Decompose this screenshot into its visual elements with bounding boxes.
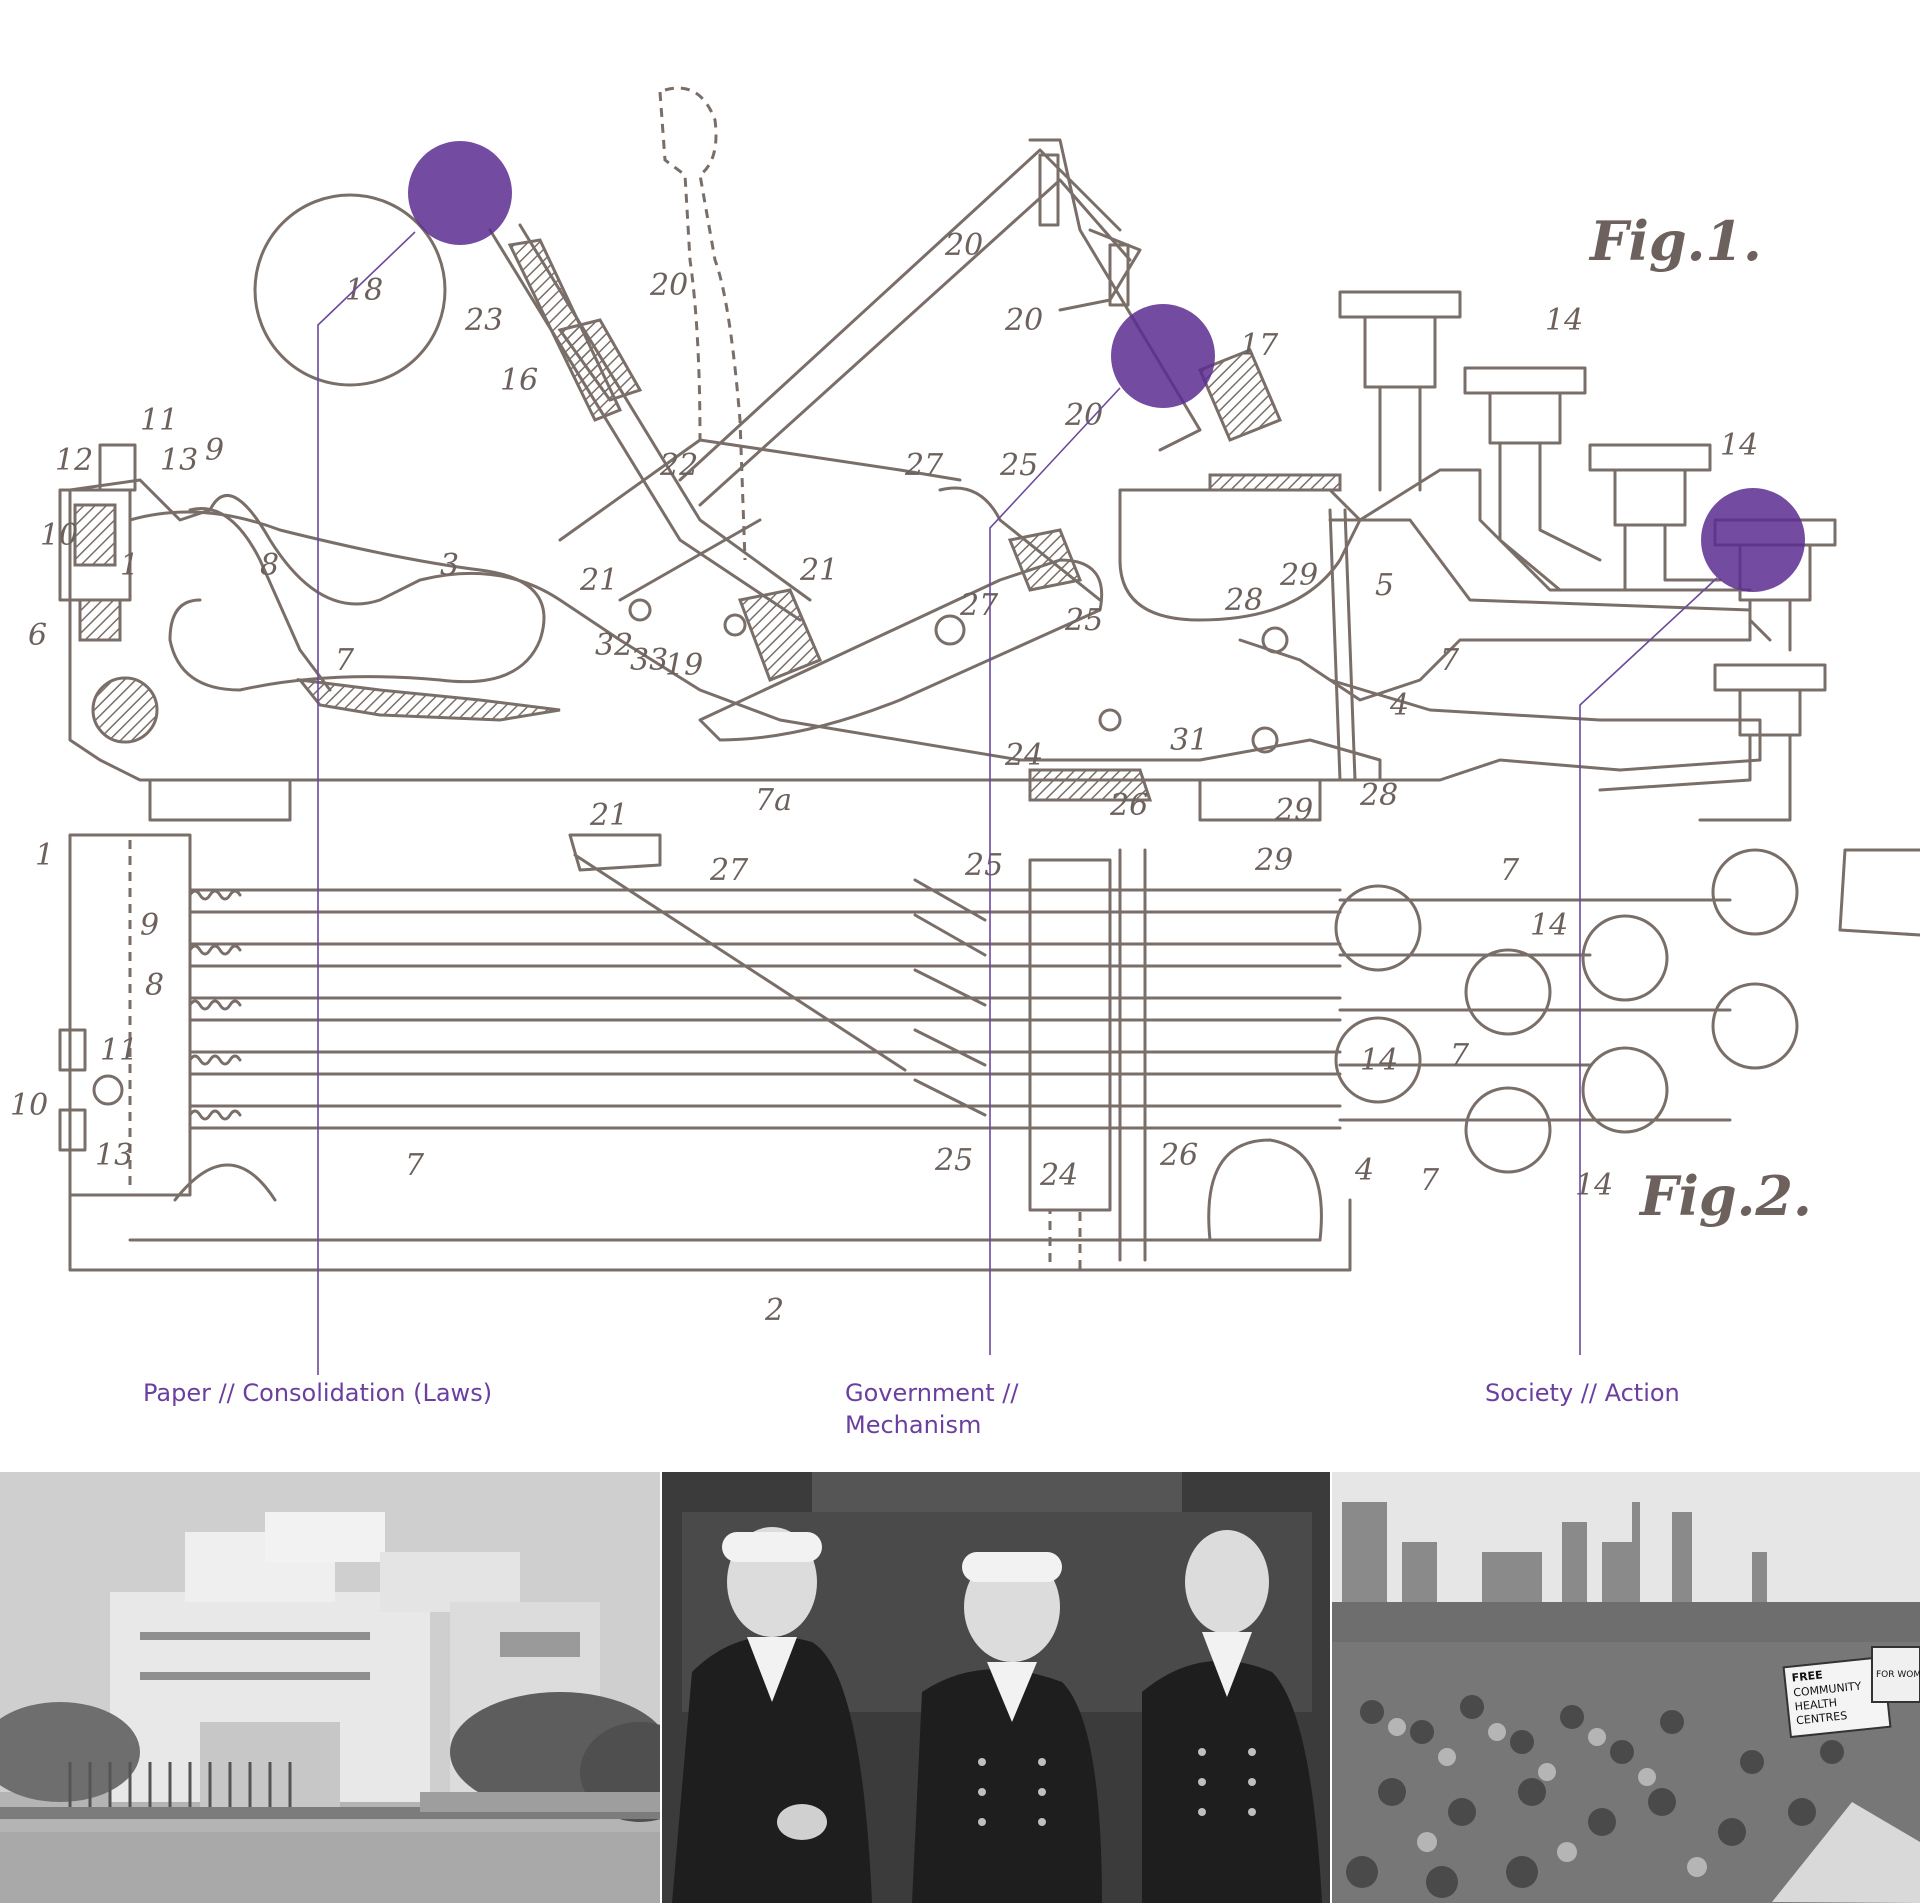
label-4-fig1: 4	[1389, 688, 1409, 723]
caption-government-line1: Government //	[845, 1379, 1019, 1407]
label-21-b: 21	[799, 553, 838, 588]
label-14-b: 14	[1720, 428, 1758, 463]
key-levers-plan	[188, 888, 1732, 1130]
label-27-fig1: 27	[904, 448, 944, 483]
label-7-fig1: 7	[335, 643, 355, 678]
label-26-fig1: 26	[1109, 788, 1148, 823]
label-11-fig2: 11	[100, 1033, 138, 1068]
fig1-label: Fig.1.	[1588, 209, 1762, 273]
annotation-leaders	[317, 141, 1805, 1375]
label-1-fig2: 1	[35, 838, 54, 873]
label-8-fig2: 8	[145, 968, 164, 1003]
marker-government	[1111, 304, 1215, 408]
label-21-fig2: 21	[589, 798, 628, 833]
label-31: 31	[1170, 723, 1208, 758]
label-26-fig2: 26	[1159, 1138, 1198, 1173]
label-13-fig2: 13	[95, 1138, 133, 1173]
label-4-fig2: 4	[1354, 1153, 1374, 1188]
sign-line3: HEALTH	[1794, 1696, 1837, 1713]
label-28-a: 28	[1224, 583, 1263, 618]
label-27-fig2: 27	[709, 853, 749, 888]
label-8: 8	[260, 548, 279, 583]
photo-crowd: FREE COMMUNITY HEALTH CENTRES FOR WOMEN	[1332, 1472, 1920, 1903]
label-33: 33	[630, 643, 668, 678]
caption-government: Government // Mechanism	[845, 1377, 1018, 1441]
label-7-fig2-d: 7	[1420, 1163, 1440, 1198]
label-28-b: 28	[1359, 778, 1398, 813]
label-10-fig2: 10	[10, 1088, 48, 1123]
photo-crowd-art: FREE COMMUNITY HEALTH CENTRES FOR WOMEN	[1332, 1472, 1920, 1903]
key-circles	[1334, 848, 1920, 1174]
label-21-a: 21	[579, 563, 618, 598]
label-7-fig1-b: 7	[1440, 643, 1460, 678]
label-18: 18	[345, 273, 383, 308]
label-1: 1	[120, 548, 139, 583]
label-29-a: 29	[1279, 558, 1318, 593]
label-25-a: 25	[999, 448, 1038, 483]
label-24-fig1: 24	[1004, 738, 1043, 773]
label-17: 17	[1240, 328, 1279, 363]
label-2: 2	[764, 1293, 784, 1328]
leader-paper	[317, 231, 416, 1375]
sign-line1: FREE	[1791, 1668, 1823, 1684]
label-22: 22	[659, 448, 698, 483]
label-9: 9	[205, 433, 224, 468]
label-5: 5	[1375, 568, 1394, 603]
fig2-drawing	[58, 833, 1920, 1272]
label-20-c: 20	[1004, 303, 1043, 338]
label-7-fig2: 7	[405, 1148, 425, 1183]
label-3: 3	[440, 548, 459, 583]
label-16: 16	[500, 363, 538, 398]
photo-high-court-art	[0, 1472, 660, 1903]
label-13: 13	[160, 443, 198, 478]
photo-judges-art	[662, 1472, 1330, 1903]
caption-government-line2: Mechanism	[845, 1411, 982, 1439]
label-7-fig2-b: 7	[1500, 853, 1520, 888]
label-29-b: 29	[1274, 793, 1313, 828]
label-14-a: 14	[1545, 303, 1583, 338]
fig2-label: Fig.2.	[1638, 1164, 1812, 1228]
label-12: 12	[55, 443, 93, 478]
label-23: 23	[464, 303, 503, 338]
label-32: 32	[595, 628, 633, 663]
marker-paper	[408, 141, 512, 245]
label-27-b: 27	[959, 588, 999, 623]
springs	[188, 889, 242, 1121]
patent-drawing: 10 12 11 13 9 6 1 8 3 7 18 23 16 20 20 2…	[10, 86, 1920, 1375]
label-29-fig2: 29	[1254, 843, 1293, 878]
label-9-fig2: 9	[140, 908, 159, 943]
part-number-labels: 10 12 11 13 9 6 1 8 3 7 18 23 16 20 20 2…	[10, 228, 1758, 1328]
sign-line4: CENTRES	[1796, 1709, 1848, 1727]
label-20-a: 20	[649, 268, 688, 303]
label-14-fig2-b: 14	[1360, 1043, 1398, 1078]
sign2-text: FOR WOMEN	[1876, 1670, 1920, 1680]
label-7a: 7a	[755, 783, 792, 818]
platen-roller	[253, 193, 447, 387]
leader-government	[989, 387, 1121, 1355]
fig1-drawing	[58, 86, 1837, 822]
label-20-b: 20	[944, 228, 983, 263]
label-25-b: 25	[1064, 603, 1103, 638]
label-19: 19	[665, 648, 703, 683]
photo-high-court	[0, 1472, 660, 1903]
caption-paper: Paper // Consolidation (Laws)	[143, 1379, 493, 1407]
label-7-fig2-c: 7	[1450, 1038, 1470, 1073]
label-25-fig2-b: 25	[934, 1143, 973, 1178]
caption-society: Society // Action	[1485, 1379, 1680, 1407]
label-6: 6	[28, 618, 47, 653]
leader-society	[1579, 577, 1718, 1355]
label-10: 10	[40, 518, 78, 553]
label-25-fig2-a: 25	[964, 848, 1003, 883]
label-24-fig2: 24	[1039, 1158, 1078, 1193]
label-11: 11	[140, 403, 178, 438]
label-14-fig2-c: 14	[1575, 1168, 1613, 1203]
marker-society	[1701, 488, 1805, 592]
photo-judges	[662, 1472, 1330, 1903]
label-14-fig2-a: 14	[1530, 908, 1568, 943]
